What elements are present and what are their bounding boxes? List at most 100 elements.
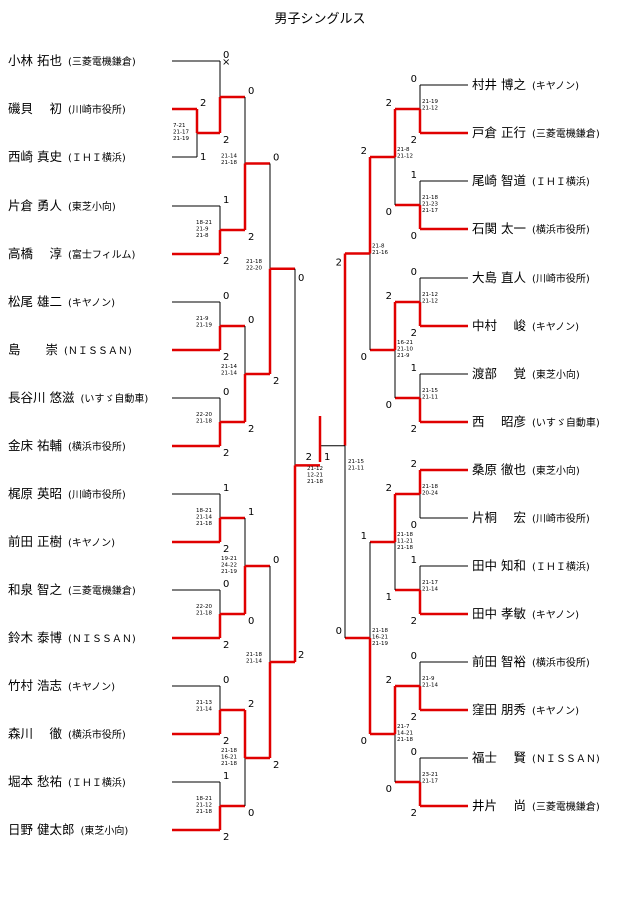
player-name: 尾崎 智道: [472, 173, 526, 188]
player-name: 渡部 覚: [472, 366, 526, 381]
walkover-mark: ×: [222, 57, 230, 68]
player-entry: 和泉 智之 (三菱電機鎌倉): [8, 582, 136, 600]
game-count: 0: [361, 352, 367, 363]
game-count: 0: [411, 267, 417, 278]
game-count: 0: [273, 153, 279, 164]
game-count: 0: [223, 291, 229, 302]
player-team: (東芝小向): [80, 826, 129, 837]
player-team: (キヤノン): [531, 81, 579, 92]
player-name: 中村 峻: [472, 318, 526, 333]
player-entry: 石関 太一(横浜市役所): [472, 221, 590, 239]
player-team: (ＩＨＩ横浜): [531, 562, 590, 573]
game-count: 2: [248, 424, 254, 435]
player-team: (キヤノン): [531, 322, 579, 333]
player-name: 桑原 徹也: [472, 462, 526, 477]
player-entry: 高橋 淳(富士フィルム): [8, 246, 135, 264]
player-team: (川崎市役所): [531, 274, 590, 285]
player-name: 島 崇: [8, 342, 59, 357]
player-entry: 片桐 宏 (川崎市役所): [472, 510, 590, 528]
player-entry: 田中 孝敏(キヤノン): [472, 606, 579, 624]
player-name: 井片 尚: [472, 798, 526, 813]
player-entry: 小林 拓也(三菱電機鎌倉): [8, 53, 136, 71]
player-name: 片桐 宏: [472, 510, 526, 525]
game-count: 2: [386, 291, 392, 302]
game-count: 2: [248, 699, 254, 710]
player-entry: 大島 直人(川崎市役所): [472, 270, 590, 288]
game-count: 2: [223, 736, 229, 747]
player-team: (横浜市役所): [531, 658, 590, 669]
game-count: 1: [361, 531, 367, 542]
game-count: 0: [361, 736, 367, 747]
player-name: 窪田 朋秀: [472, 702, 526, 717]
player-team: (キヤノン): [531, 610, 579, 621]
game-count: 0: [223, 387, 229, 398]
player-team: (ＩＨＩ横浜): [67, 153, 126, 164]
game-count: 2: [386, 675, 392, 686]
player-entry: 西 昭彦(いすゞ自動車): [472, 414, 600, 432]
player-name: 長谷川 悠滋: [8, 390, 75, 405]
player-team: (いすゞ自動車): [80, 394, 149, 405]
player-entry: 堀本 愁祐(ＩＨＩ横浜): [8, 774, 126, 792]
player-team: (横浜市役所): [67, 442, 126, 453]
player-entry: 金床 祐輔(横浜市役所): [8, 438, 126, 456]
player-entry: 竹村 浩志 (キヤノン): [8, 678, 115, 696]
player-entry: 福士 賢(ＮＩＳＳＡＮ): [472, 750, 600, 768]
game-count: 2: [411, 459, 417, 470]
player-name: 前田 正樹: [8, 534, 62, 549]
game-count: 2: [298, 650, 304, 661]
player-team: (三菱電機鎌倉): [531, 129, 600, 140]
player-name: 村井 博之: [472, 77, 526, 92]
player-entry: 井片 尚 (三菱電機鎌倉): [472, 798, 600, 816]
game-count: 2: [223, 352, 229, 363]
player-team: (東芝小向): [531, 466, 580, 477]
player-team: (三菱電機鎌倉): [531, 802, 600, 813]
player-team: (川崎市役所): [67, 490, 126, 501]
player-team: (いすゞ自動車): [531, 418, 600, 429]
player-team: (ＩＨＩ横浜): [67, 778, 126, 789]
game-count: 0: [223, 50, 229, 61]
player-name: 田中 知和: [472, 558, 526, 573]
game-count: 0: [248, 616, 254, 627]
player-team: (キヤノン): [531, 706, 579, 717]
player-entry: 窪田 朋秀 (キヤノン): [472, 702, 579, 720]
game-count: 0: [223, 675, 229, 686]
player-name: 和泉 智之: [8, 582, 62, 597]
player-team: (三菱電機鎌倉): [67, 586, 136, 597]
player-team: (川崎市役所): [531, 514, 590, 525]
player-entry: 桑原 徹也 (東芝小向): [472, 462, 580, 480]
game-count: 2: [386, 98, 392, 109]
player-team: (キヤノン): [67, 682, 115, 693]
game-count: 2: [223, 832, 229, 843]
player-entry: 長谷川 悠滋 (いすゞ自動車): [8, 390, 148, 408]
game-count: 2: [223, 448, 229, 459]
game-count: 0: [248, 315, 254, 326]
player-entry: 片倉 勇人(東芝小向): [8, 198, 116, 216]
player-team: (ＩＨＩ横浜): [531, 177, 590, 188]
game-count: 1: [324, 452, 330, 463]
player-team: (キヤノン): [67, 538, 115, 549]
player-entry: 鈴木 泰博(ＮＩＳＳＡＮ): [8, 630, 136, 648]
player-team: (横浜市役所): [531, 225, 590, 236]
player-name: 鈴木 泰博: [8, 630, 62, 645]
player-name: 竹村 浩志: [8, 678, 62, 693]
player-name: 小林 拓也: [8, 53, 62, 68]
game-count: 0: [386, 207, 392, 218]
player-name: 西崎 真史: [8, 149, 62, 164]
player-name: 前田 智裕: [472, 654, 526, 669]
